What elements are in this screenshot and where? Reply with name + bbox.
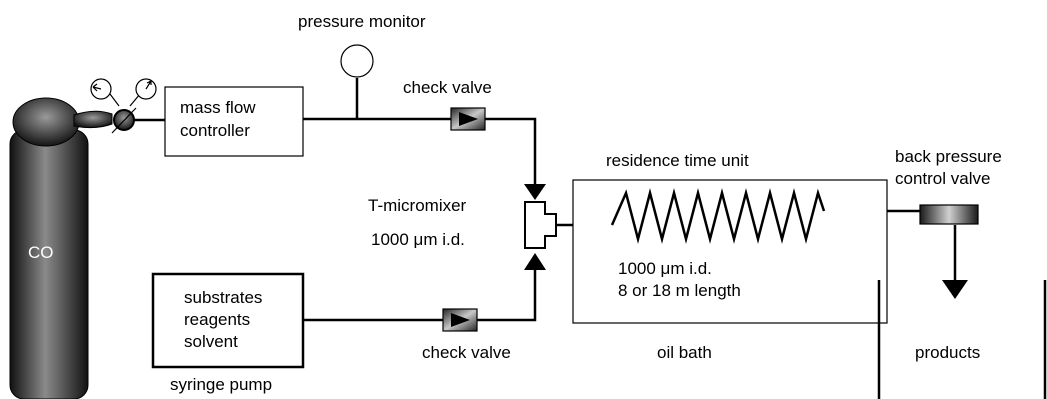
co-cylinder: CO (9, 97, 113, 399)
t-micromixer: T-micromixer 1000 μm i.d. (368, 196, 557, 249)
coil-length-label: 8 or 18 m length (618, 281, 741, 300)
product-outlet-arrow-icon (942, 280, 968, 299)
liquid-inlet-arrow-icon (524, 253, 546, 270)
check-valve-top: check valve (403, 78, 492, 131)
oil-bath-label: oil bath (657, 343, 712, 362)
coil-id-label: 1000 μm i.d. (618, 259, 712, 278)
mass-flow-controller: mass flow controller (164, 86, 304, 157)
t-micromixer-id-label: 1000 μm i.d. (371, 230, 465, 249)
syringe-pump: substrates reagents solvent syringe pump (151, 272, 305, 394)
gas-regulator (90, 78, 157, 134)
residence-time-coil (610, 188, 826, 244)
solvent-label: solvent (184, 332, 238, 351)
pressure-monitor-icon (340, 44, 374, 78)
check-valve-bottom: check valve (422, 308, 511, 362)
back-pressure-label-1: back pressure (895, 147, 1002, 166)
oil-bath: residence time unit 1000 μm i.d. 8 or 18… (572, 151, 888, 362)
gas-inlet-arrow-icon (524, 184, 546, 200)
back-pressure-control-valve: back pressure control valve (895, 147, 1002, 225)
syringe-pump-label: syringe pump (170, 375, 272, 394)
substrates-label: substrates (184, 288, 262, 307)
back-pressure-label-2: control valve (895, 169, 990, 188)
check-valve-top-label: check valve (403, 78, 492, 97)
reagents-label: reagents (184, 310, 250, 329)
products-label: products (915, 343, 980, 362)
mass-flow-controller-label-1: mass flow (180, 98, 256, 117)
check-valve-bottom-label: check valve (422, 343, 511, 362)
mass-flow-controller-label-2: controller (180, 121, 250, 140)
residence-time-unit-label: residence time unit (606, 151, 749, 170)
t-micromixer-label: T-micromixer (368, 196, 467, 215)
products-container: products (877, 280, 1047, 399)
pressure-monitor-label: pressure monitor (298, 12, 426, 31)
cylinder-label: CO (28, 243, 54, 262)
